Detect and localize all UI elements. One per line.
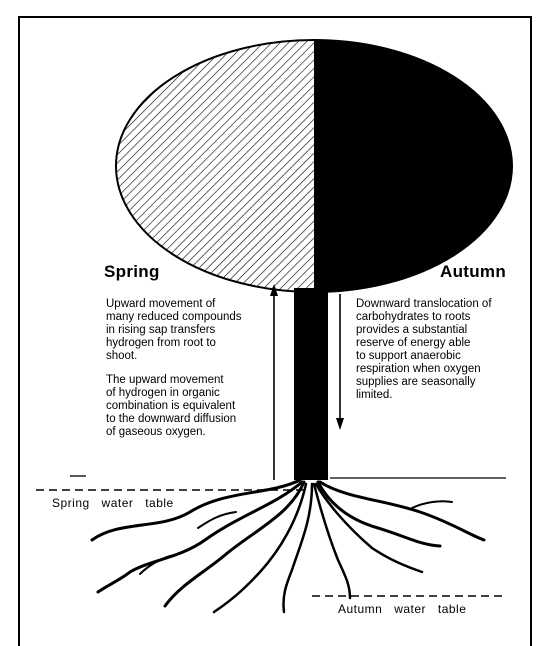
spring-hydrogen-equivalence-text: The upward movement of hydrogen in organ… — [106, 374, 236, 439]
autumn-label: Autumn — [440, 262, 506, 282]
autumn-translocation-text: Downward translocation of carbohydrates … — [356, 298, 492, 402]
ground-line — [70, 476, 506, 478]
spring-upward-movement-text: Upward movement of many reduced compound… — [106, 298, 242, 363]
spring-label: Spring — [104, 262, 160, 282]
upward-arrow — [270, 284, 278, 480]
tree-trunk — [294, 288, 328, 480]
spring-water-table-label: Spring water table — [52, 496, 174, 510]
downward-arrow — [336, 294, 344, 430]
autumn-water-table-label: Autumn water table — [338, 602, 466, 616]
